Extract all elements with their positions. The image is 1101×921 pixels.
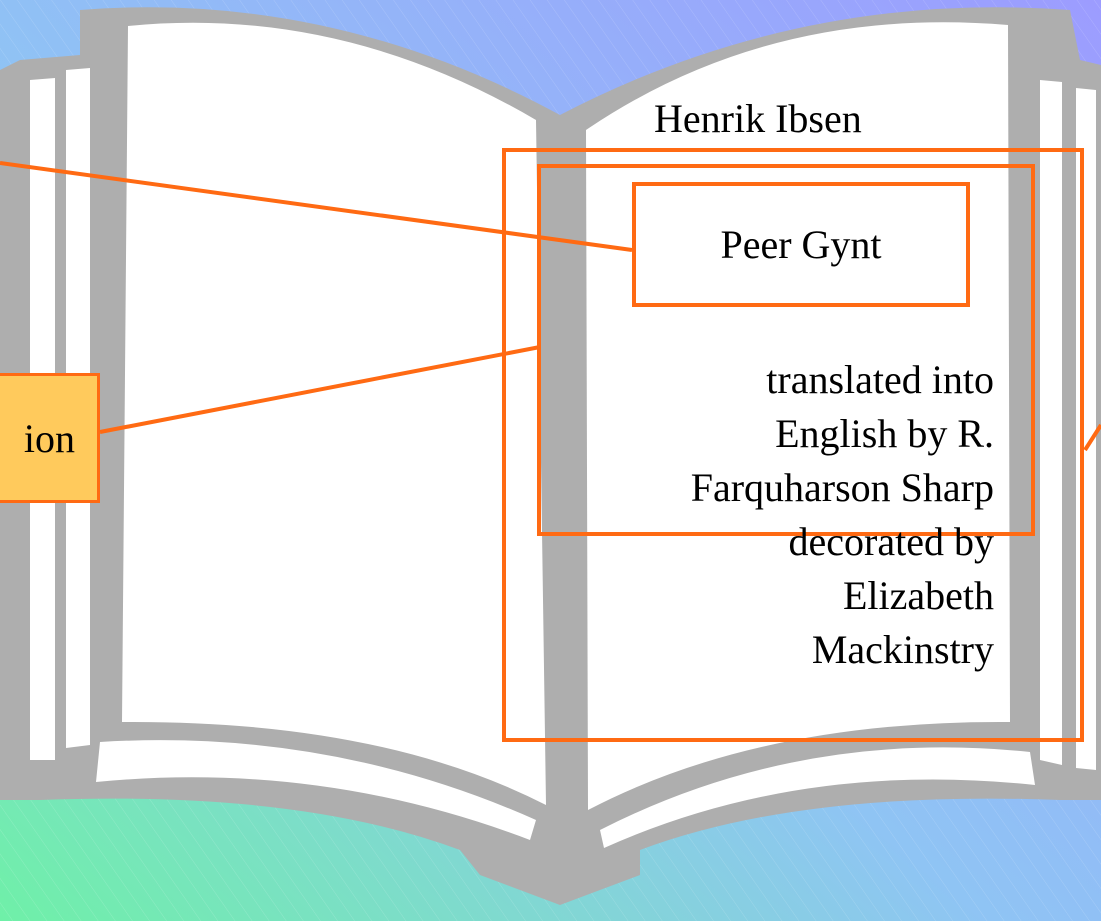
left-page: [122, 22, 546, 806]
connector-line-callout: [99, 345, 541, 434]
book-spine: [546, 130, 586, 850]
connector-line-right: [1083, 423, 1101, 452]
credits-block: translated into English by R. Farquharso…: [691, 353, 994, 677]
right-page-curl: [600, 747, 1035, 848]
book-title-box: Peer Gynt: [632, 182, 970, 307]
book-title: Peer Gynt: [720, 221, 882, 267]
right-page-edge-1: [1040, 80, 1062, 765]
callout-box: ion: [0, 373, 100, 503]
credits-line: translated into: [766, 357, 994, 402]
right-page: [586, 22, 1010, 810]
left-page-curl: [96, 740, 536, 840]
connector-line-title: [0, 161, 633, 252]
outer-highlight-box: [502, 148, 1084, 742]
credits-line: English by R.: [775, 411, 994, 456]
right-page-edge-2: [1076, 88, 1096, 770]
credits-line: Mackinstry: [811, 627, 994, 672]
credits-line: Farquharson Sharp: [690, 465, 994, 510]
author-name: Henrik Ibsen: [654, 96, 862, 141]
credits-line: Elizabeth: [842, 573, 994, 618]
inner-highlight-box: [537, 164, 1035, 536]
credits-line: decorated by: [788, 519, 994, 564]
callout-label: ion: [23, 415, 75, 461]
